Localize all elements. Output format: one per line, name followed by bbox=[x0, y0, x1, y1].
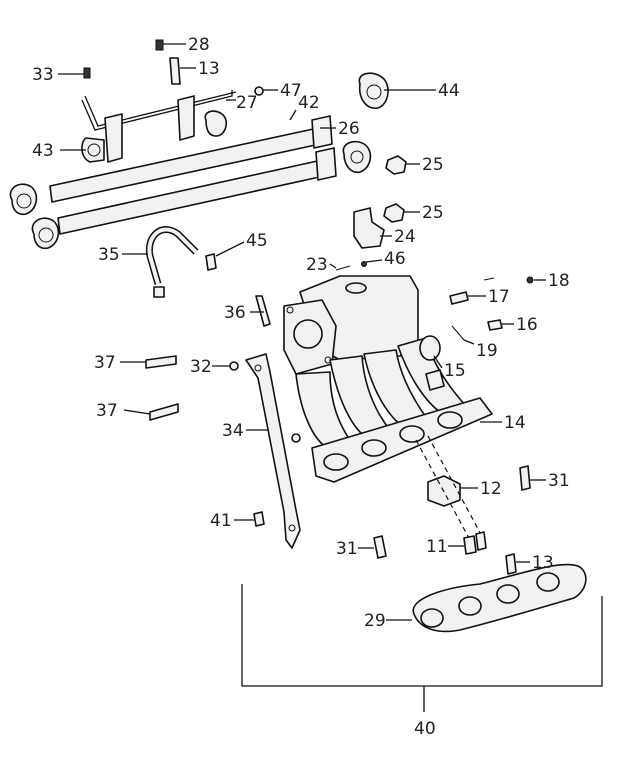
callout-37-lower: 37 bbox=[96, 401, 118, 421]
callout-35: 35 bbox=[98, 245, 120, 265]
callout-42: 42 bbox=[298, 93, 320, 113]
callout-47: 47 bbox=[280, 81, 302, 101]
callout-labels: 28 13 33 27 47 42 44 43 26 25 25 24 35 4… bbox=[32, 35, 570, 739]
clamp-right-lower bbox=[342, 140, 372, 174]
callout-13-lower: 13 bbox=[532, 553, 554, 573]
kit-bracket-40 bbox=[241, 584, 603, 687]
bolt-28 bbox=[155, 39, 164, 51]
bolt-41 bbox=[253, 511, 265, 527]
intake-manifold-14 bbox=[283, 275, 493, 483]
clamp-44 bbox=[358, 72, 389, 109]
stud-13-lower bbox=[505, 553, 517, 575]
nut-25-upper bbox=[385, 155, 407, 175]
stud-37-lower bbox=[149, 403, 179, 421]
rail-bracket-left bbox=[104, 113, 123, 163]
callout-34: 34 bbox=[222, 421, 244, 441]
callout-12: 12 bbox=[480, 479, 502, 499]
callout-18: 18 bbox=[548, 271, 570, 291]
callout-31-right: 31 bbox=[548, 471, 570, 491]
support-bracket-34 bbox=[245, 353, 301, 549]
callout-32: 32 bbox=[190, 357, 212, 377]
bolt-36 bbox=[255, 295, 271, 327]
fuel-rail-assembly bbox=[9, 72, 389, 250]
callout-13-top: 13 bbox=[198, 59, 220, 79]
hose-fitting bbox=[153, 286, 165, 298]
stud-37-upper bbox=[145, 355, 177, 369]
pin-18 bbox=[526, 276, 534, 284]
stud-31-right bbox=[519, 465, 531, 491]
callout-15: 15 bbox=[444, 361, 466, 381]
callout-46: 46 bbox=[384, 249, 406, 269]
callout-37-upper: 37 bbox=[94, 353, 116, 373]
stud-13-top bbox=[169, 57, 181, 85]
nut-47 bbox=[254, 86, 264, 96]
clamp-left-1 bbox=[9, 183, 38, 216]
callout-36: 36 bbox=[224, 303, 246, 323]
stud-31-left bbox=[373, 535, 387, 559]
callout-24: 24 bbox=[394, 227, 416, 247]
callout-44: 44 bbox=[438, 81, 460, 101]
callout-45: 45 bbox=[246, 231, 268, 251]
bolt-45 bbox=[205, 253, 217, 271]
callout-26: 26 bbox=[338, 119, 360, 139]
leader-lines bbox=[58, 43, 546, 621]
callout-43: 43 bbox=[32, 141, 54, 161]
callout-25-upper: 25 bbox=[422, 155, 444, 175]
part-16 bbox=[487, 319, 503, 331]
rail-bracket-right bbox=[177, 95, 195, 141]
callout-25-lower: 25 bbox=[422, 203, 444, 223]
clamp-left-2 bbox=[31, 217, 60, 250]
callout-31-left: 31 bbox=[336, 539, 358, 559]
callout-14: 14 bbox=[504, 413, 526, 433]
nut-32 bbox=[229, 361, 239, 371]
part-19 bbox=[451, 325, 465, 341]
callout-41: 41 bbox=[210, 511, 232, 531]
callout-27: 27 bbox=[236, 93, 258, 113]
clamp-43 bbox=[81, 137, 105, 163]
callout-33: 33 bbox=[32, 65, 54, 85]
assembly-line-1 bbox=[415, 439, 471, 541]
callout-16: 16 bbox=[516, 315, 538, 335]
sensor-24 bbox=[353, 207, 385, 249]
pin-18a bbox=[483, 277, 495, 281]
oring-15 bbox=[419, 335, 441, 361]
callout-19: 19 bbox=[476, 341, 498, 361]
callout-17: 17 bbox=[488, 287, 510, 307]
nut-25-lower bbox=[383, 203, 405, 223]
assembly-line-2 bbox=[427, 435, 485, 541]
part-23 bbox=[335, 265, 351, 271]
part-46 bbox=[361, 261, 367, 267]
clip-217 bbox=[204, 110, 228, 137]
screw-33 bbox=[83, 67, 91, 79]
bolt-11 bbox=[463, 535, 477, 555]
part-17 bbox=[449, 291, 469, 305]
callout-29: 29 bbox=[364, 611, 386, 631]
callout-11: 11 bbox=[426, 537, 448, 557]
callout-23: 23 bbox=[306, 255, 328, 275]
callout-40: 40 bbox=[414, 719, 436, 739]
callout-28: 28 bbox=[188, 35, 210, 55]
